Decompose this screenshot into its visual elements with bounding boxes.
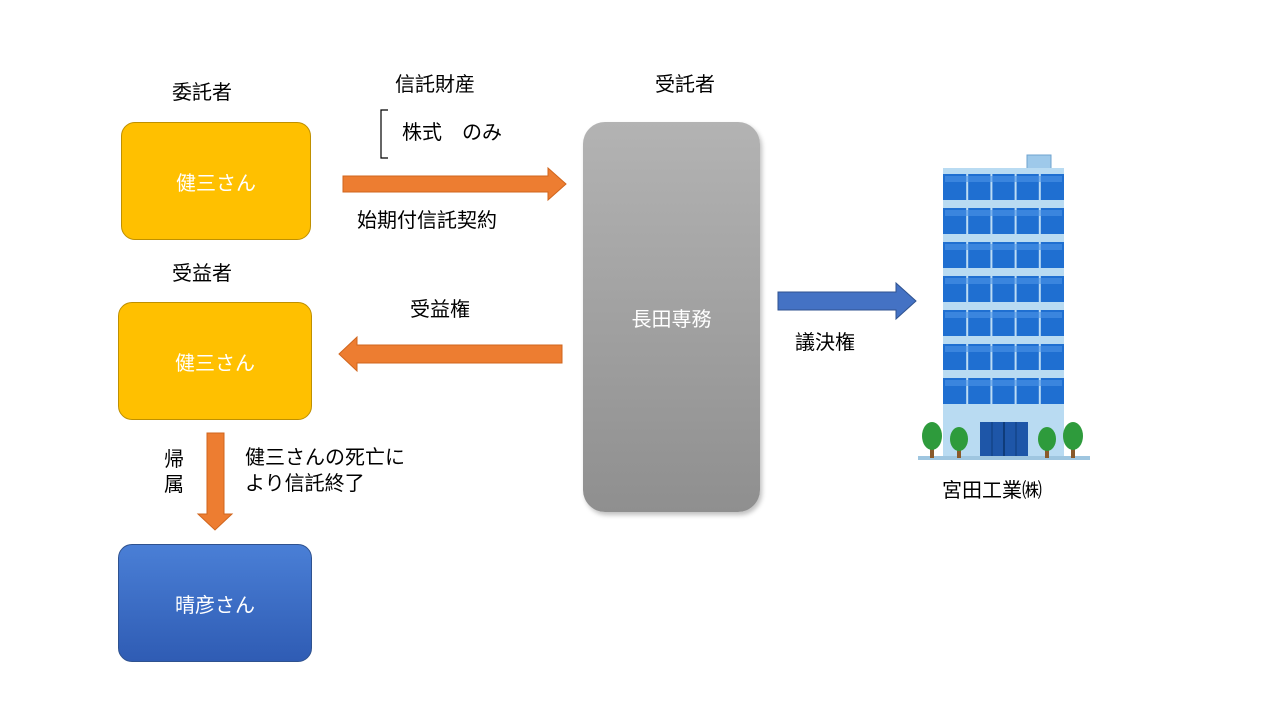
beneficiary-box: 健三さん	[118, 302, 312, 420]
trust-property-label: 信託財産	[395, 72, 475, 96]
tree-icon	[922, 422, 942, 458]
company-name: 宮田工業㈱	[942, 478, 1042, 502]
voting-right-arrow	[777, 281, 917, 321]
reversion-char-1: 帰	[164, 447, 184, 471]
successor-box: 晴彦さん	[118, 544, 312, 662]
contract-arrow	[342, 166, 567, 202]
successor-name: 晴彦さん	[175, 592, 255, 617]
beneficial-right-label: 受益権	[410, 297, 470, 321]
settlor-label: 委託者	[172, 80, 232, 104]
tree-icon	[950, 427, 968, 458]
termination-line-1: 健三さんの死亡に	[245, 445, 405, 469]
settlor-box: 健三さん	[121, 122, 311, 240]
tree-icon	[1063, 422, 1083, 458]
trust-property-item: 株式 のみ	[402, 120, 502, 144]
reversion-char-2: 属	[164, 472, 184, 496]
trustee-label: 受託者	[655, 72, 715, 96]
settlor-name: 健三さん	[176, 170, 256, 195]
voting-right-label: 議決権	[795, 330, 855, 354]
trustee-name: 長田専務	[631, 306, 712, 331]
trustee-box: 長田専務	[583, 122, 760, 512]
reversion-arrow	[196, 432, 234, 531]
contract-label: 始期付信託契約	[357, 208, 497, 232]
beneficiary-name: 健三さん	[175, 350, 255, 375]
beneficial-right-arrow	[338, 335, 563, 373]
tree-icon	[1038, 427, 1056, 458]
beneficiary-label: 受益者	[172, 261, 232, 285]
termination-line-2: より信託終了	[245, 471, 365, 495]
